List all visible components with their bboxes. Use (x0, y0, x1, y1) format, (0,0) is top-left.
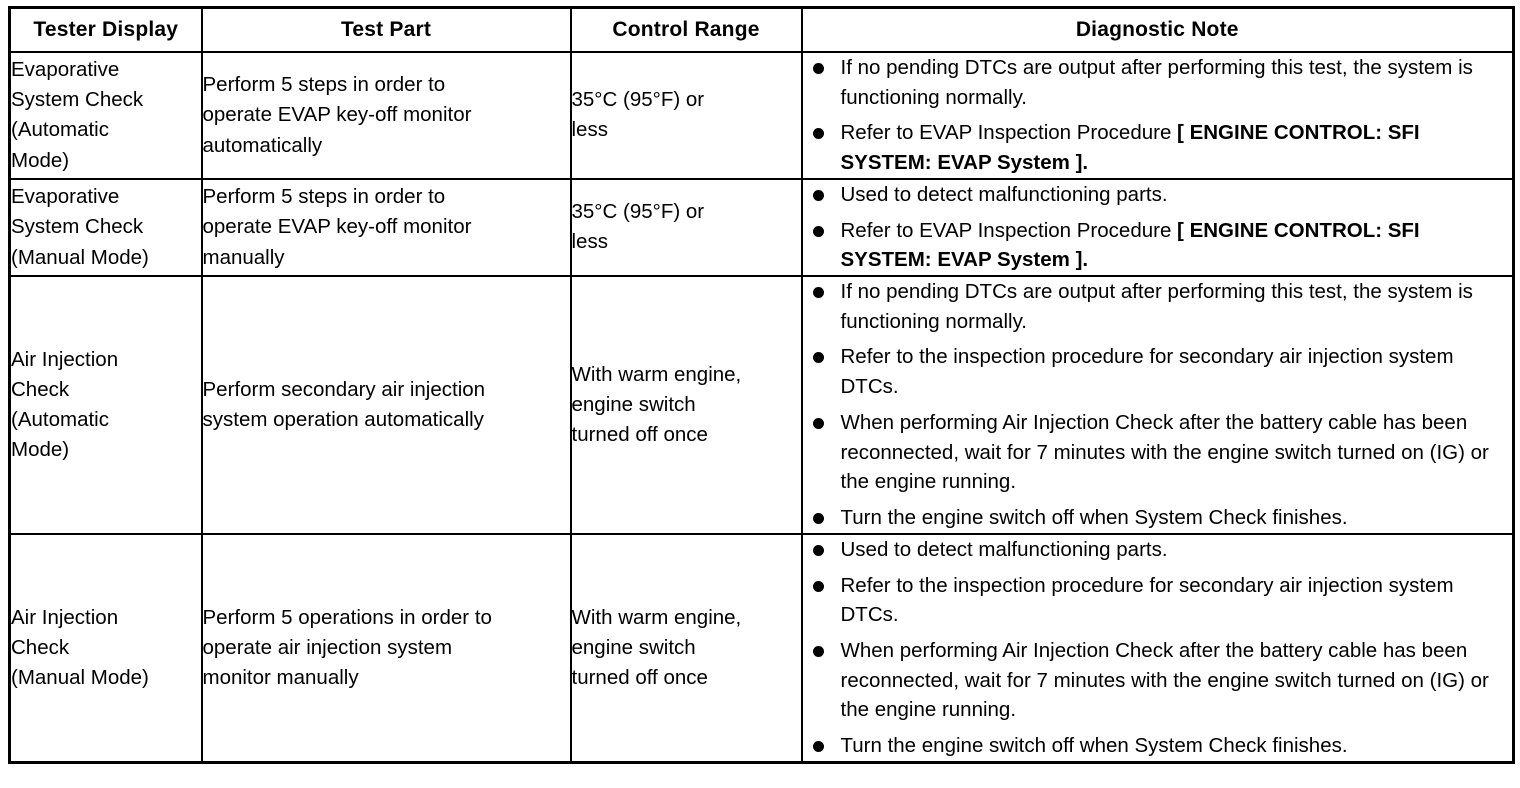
bullet-icon (812, 128, 824, 140)
diagnostic-note-item: When performing Air Injection Check afte… (803, 636, 1513, 725)
diagnostic-note-item: If no pending DTCs are output after perf… (803, 53, 1513, 112)
diagnostic-note-text: Turn the engine switch off when System C… (840, 734, 1348, 758)
diagnostic-note-text: Refer to EVAP Inspection Procedure (840, 121, 1178, 145)
diagnostic-note-item: Refer to EVAP Inspection Procedure [ ENG… (803, 216, 1513, 275)
diagnostic-note-text: Turn the engine switch off when System C… (840, 506, 1348, 530)
cell-tester-display: Air Injection Check (Automatic Mode) (8, 275, 203, 535)
cell-control-range: With warm engine, engine switch turned o… (569, 532, 803, 764)
cell-control-range-text: With warm engine, engine switch turned o… (571, 362, 742, 446)
table-row: Evaporative System Check (Automatic Mode… (8, 51, 1515, 180)
cell-test-part: Perform 5 operations in order to operate… (200, 532, 572, 764)
diagnostic-note-text: Used to detect malfunctioning parts. (840, 537, 1168, 561)
cell-tester-display-text: Evaporative System Check (Automatic Mode… (11, 58, 144, 172)
cell-diagnostic-note: Used to detect malfunctioning parts. Refe… (800, 177, 1515, 278)
cell-diagnostic-note: If no pending DTCs are output after perf… (800, 275, 1515, 535)
cell-test-part-text: Perform secondary air injection system o… (202, 377, 486, 431)
bullet-icon (812, 513, 824, 525)
column-header-tester-display: Tester Display (8, 6, 203, 53)
cell-tester-display: Air Injection Check (Manual Mode) (8, 532, 203, 764)
diagnostic-note-item: When performing Air Injection Check afte… (803, 408, 1513, 497)
table-body: Evaporative System Check (Automatic Mode… (8, 51, 1515, 764)
cell-diagnostic-note: If no pending DTCs are output after perf… (800, 51, 1515, 180)
table-row: Air Injection Check (Manual Mode) Perform… (8, 532, 1515, 764)
cell-control-range-text: 35°C (95°F) or less (571, 88, 705, 142)
diagnostic-note-text: Refer to the inspection procedure for se… (840, 573, 1454, 627)
diagnostic-note-item: Used to detect malfunctioning parts. (803, 180, 1513, 210)
column-header-control-range: Control Range (569, 6, 803, 53)
cell-test-part: Perform 5 steps in order to operate EVAP… (200, 51, 572, 180)
cell-tester-display-text: Evaporative System Check (Manual Mode) (11, 185, 149, 269)
table-header: Tester Display Test Part Control Range D… (8, 6, 1515, 53)
bullet-icon (812, 287, 824, 299)
diagnostic-note-list: If no pending DTCs are output after perf… (803, 277, 1513, 533)
bullet-icon (812, 189, 824, 201)
diagnostic-note-item: Refer to the inspection procedure for se… (803, 571, 1513, 630)
diagnostic-note-text: If no pending DTCs are output after perf… (840, 280, 1473, 333)
tester-display-diagnostic-table: Tester Display Test Part Control Range D… (8, 6, 1515, 764)
cell-test-part-text: Perform 5 operations in order to operate… (202, 605, 492, 689)
cell-control-range: 35°C (95°F) or less (569, 51, 803, 180)
cell-test-part-text: Perform 5 steps in order to operate EVAP… (202, 185, 472, 269)
diagnostic-note-list: If no pending DTCs are output after perf… (803, 53, 1513, 178)
cell-test-part: Perform 5 steps in order to operate EVAP… (200, 177, 572, 278)
cell-control-range: With warm engine, engine switch turned o… (569, 275, 803, 535)
cell-control-range-text: 35°C (95°F) or less (571, 200, 705, 254)
bullet-icon (812, 544, 824, 556)
column-header-test-part: Test Part (200, 6, 572, 53)
diagnostic-note-text: If no pending DTCs are output after perf… (840, 56, 1473, 109)
diagnostic-note-text: Used to detect malfunctioning parts. (840, 182, 1168, 206)
bullet-icon (812, 741, 824, 753)
bullet-icon (812, 225, 824, 237)
diagnostic-note-item: Refer to the inspection procedure for se… (803, 342, 1513, 401)
diagnostic-note-reference: [ ENGINE CONTROL: SFI SYSTEM: EVAP Syste… (840, 121, 1420, 175)
diagnostic-note-item: Used to detect malfunctioning parts. (803, 535, 1513, 565)
diagnostic-note-item: Turn the engine switch off when System C… (803, 731, 1513, 761)
diagnostic-note-item: Refer to EVAP Inspection Procedure [ ENG… (803, 118, 1513, 177)
diagnostic-note-item: If no pending DTCs are output after perf… (803, 277, 1513, 336)
bullet-icon (812, 352, 824, 364)
cell-control-range-text: With warm engine, engine switch turned o… (571, 605, 742, 689)
diagnostic-note-text: When performing Air Injection Check afte… (840, 638, 1489, 722)
diagnostic-note-list: Used to detect malfunctioning parts. Refe… (803, 180, 1513, 275)
diagnostic-note-reference: [ ENGINE CONTROL: SFI SYSTEM: EVAP Syste… (840, 218, 1420, 272)
cell-control-range: 35°C (95°F) or less (569, 177, 803, 278)
cell-tester-display: Evaporative System Check (Automatic Mode… (8, 51, 203, 180)
diagnostic-note-text: When performing Air Injection Check afte… (840, 410, 1489, 494)
cell-tester-display-text: Air Injection Check (Manual Mode) (11, 605, 149, 689)
diagnostic-note-list: Used to detect malfunctioning parts. Refe… (803, 535, 1513, 761)
table-row: Air Injection Check (Automatic Mode) Perf… (8, 275, 1515, 535)
diagnostic-note-item: Turn the engine switch off when System C… (803, 503, 1513, 533)
cell-test-part: Perform secondary air injection system o… (200, 275, 572, 535)
cell-diagnostic-note: Used to detect malfunctioning parts. Refe… (800, 532, 1515, 764)
bullet-icon (812, 417, 824, 429)
column-header-diagnostic-note: Diagnostic Note (800, 6, 1515, 53)
cell-tester-display-text: Air Injection Check (Automatic Mode) (11, 347, 119, 462)
cell-tester-display: Evaporative System Check (Manual Mode) (8, 177, 203, 278)
diagnostic-note-text: Refer to the inspection procedure for se… (840, 345, 1454, 399)
bullet-icon (812, 645, 824, 657)
bullet-icon (812, 580, 824, 592)
bullet-icon (812, 63, 824, 74)
diagnostic-note-text: Refer to EVAP Inspection Procedure (840, 218, 1178, 242)
table-row: Evaporative System Check (Manual Mode) Pe… (8, 177, 1515, 278)
table-header-row: Tester Display Test Part Control Range D… (8, 6, 1515, 53)
cell-test-part-text: Perform 5 steps in order to operate EVAP… (202, 73, 472, 157)
